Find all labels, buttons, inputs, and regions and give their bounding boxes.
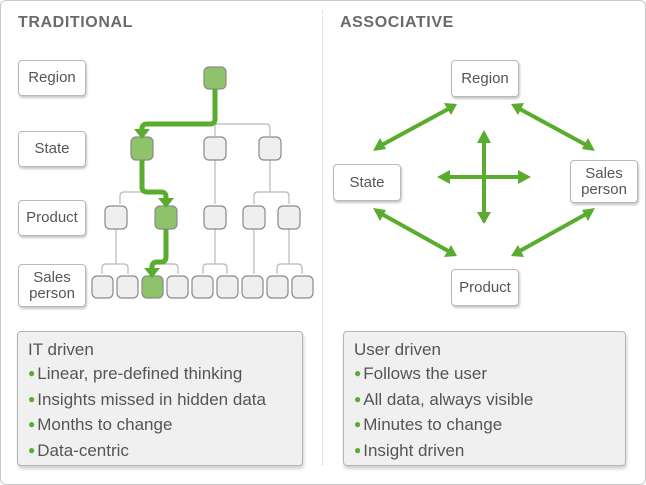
- sales-node-4: [166, 275, 189, 299]
- drill-path: [134, 89, 218, 278]
- bullet-icon: ●: [28, 417, 36, 431]
- path-region-to-state: [139, 89, 218, 132]
- associative-info-item: ●All data, always visible: [354, 389, 534, 409]
- bullet-icon: ●: [354, 417, 362, 431]
- arrowhead-product: [158, 198, 174, 208]
- traditional-info-item: ●Data-centric: [28, 440, 129, 460]
- sales-node-3: [141, 275, 164, 299]
- path-state-to-product: [139, 160, 169, 200]
- arrow-state-product: [373, 208, 457, 257]
- level-label-region: Region: [18, 60, 86, 96]
- traditional-info-item: ●Linear, pre-defined thinking: [28, 364, 243, 383]
- level-label-sales-person: Sales person: [18, 264, 86, 307]
- product-node-4: [242, 205, 266, 230]
- associative-info-box: User driven ●Follows the user ●All data,…: [343, 331, 626, 466]
- bullet-icon: ●: [354, 442, 362, 457]
- level-label-product: Product: [18, 200, 86, 236]
- section-divider: [322, 10, 323, 465]
- traditional-info-item: ●Insights missed in hidden data: [28, 389, 266, 409]
- tree-connectors: [101, 90, 303, 274]
- arrow-region-salesperson: [511, 103, 595, 151]
- arrow-cross-center: [437, 130, 531, 224]
- associative-arrows: [373, 103, 595, 257]
- region-node-1: [203, 66, 227, 90]
- associative-info-item: ●Follows the user: [354, 364, 488, 383]
- sales-node-7: [241, 275, 264, 299]
- state-node-3: [258, 136, 282, 161]
- bullet-icon: ●: [28, 366, 36, 380]
- sales-node-2: [116, 275, 139, 299]
- sales-node-8: [266, 275, 289, 299]
- associative-info-item: ●Insight driven: [354, 440, 465, 460]
- state-node-2: [203, 136, 227, 161]
- level-label-state: State: [18, 131, 86, 167]
- sales-node-6: [216, 275, 239, 299]
- bullet-icon: ●: [354, 391, 362, 406]
- product-node-1: [104, 205, 128, 230]
- arrowhead-sales: [144, 268, 160, 278]
- associative-heading: ASSOCIATIVE: [340, 14, 454, 31]
- sales-node-9: [291, 275, 314, 299]
- assoc-node-product: Product: [451, 269, 519, 306]
- arrow-region-state: [373, 103, 457, 151]
- product-node-5: [277, 205, 301, 230]
- sales-node-1: [91, 275, 114, 299]
- arrow-salesperson-product: [511, 208, 595, 257]
- assoc-node-state: State: [333, 164, 401, 201]
- associative-info-title: User driven: [354, 340, 441, 359]
- bullet-icon: ●: [28, 442, 36, 457]
- traditional-info-box: IT driven ●Linear, pre-defined thinking …: [17, 331, 303, 466]
- bullet-icon: ●: [28, 391, 36, 406]
- bullet-icon: ●: [354, 366, 362, 380]
- associative-info-item: ●Minutes to change: [354, 415, 503, 434]
- arrowhead-state: [134, 129, 150, 139]
- path-product-to-sales: [149, 229, 169, 270]
- state-node-1: [130, 136, 154, 161]
- traditional-info-title: IT driven: [28, 340, 94, 359]
- sales-node-5: [191, 275, 214, 299]
- product-node-2: [154, 205, 178, 230]
- assoc-node-sales-person: Sales person: [570, 160, 638, 203]
- traditional-heading: TRADITIONAL: [18, 14, 134, 31]
- traditional-info-item: ●Months to change: [28, 415, 173, 434]
- product-node-3: [203, 205, 227, 230]
- assoc-node-region: Region: [451, 60, 519, 97]
- tree-nodes: [91, 66, 314, 299]
